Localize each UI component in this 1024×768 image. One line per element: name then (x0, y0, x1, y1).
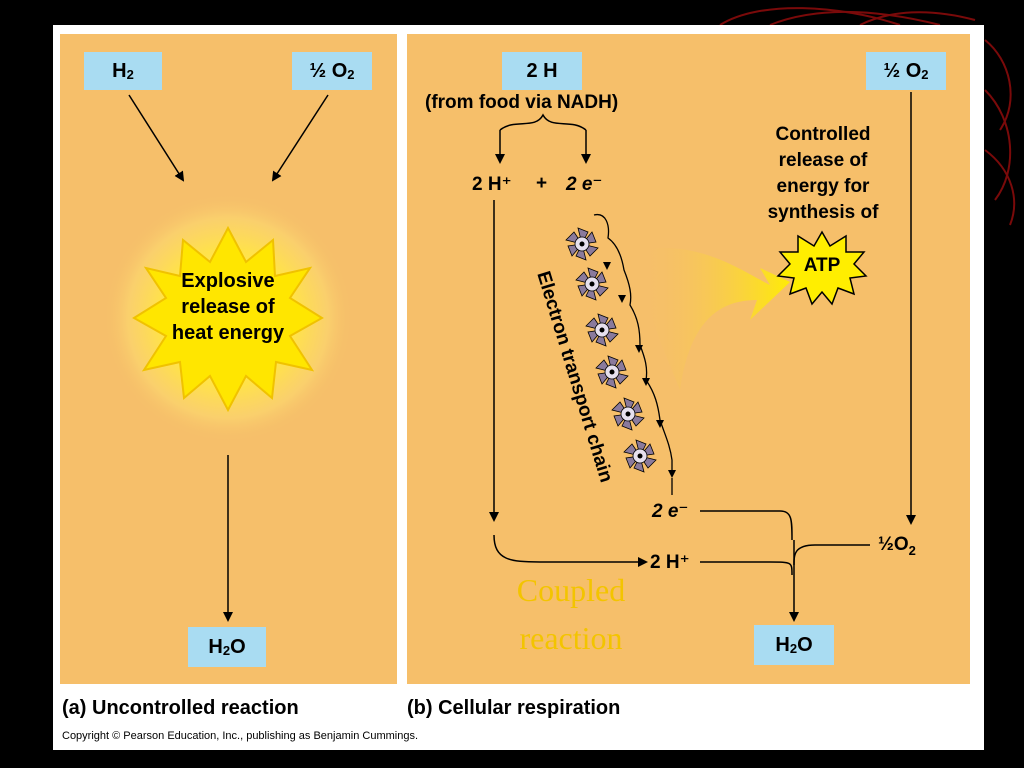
controlled-release-text: Controlled release of energy for synthes… (767, 124, 879, 223)
h2-subscript: 2 (126, 66, 134, 82)
proton-curve (493, 534, 648, 567)
protons-out-label: 2 H⁺ (650, 552, 690, 573)
protons-label: 2 H⁺ (472, 174, 512, 195)
o2-half-label: ½O2 (878, 534, 916, 558)
food-note: (from food via NADH) (425, 92, 619, 113)
plus-sign: + (536, 173, 548, 194)
carrier-6-icon (623, 439, 657, 473)
water-tail-b: O (797, 633, 813, 656)
water-subscript-a: 2 (222, 642, 231, 658)
electron-cascade (593, 213, 673, 495)
explosion-starburst (132, 225, 324, 413)
protons-line (700, 561, 793, 576)
water-label-b: H (775, 633, 790, 656)
water-subscript-b: 2 (789, 640, 798, 656)
carrier-3-icon (585, 313, 619, 347)
o2-subscript-b: 2 (921, 66, 929, 82)
hydrogen-label: 2 H (526, 59, 558, 82)
arrow-o2-in (271, 94, 329, 182)
o2-subscript-a: 2 (347, 66, 355, 82)
caption-a: (a) Uncontrolled reaction (62, 697, 299, 719)
o2-half-text: ½O (878, 534, 909, 555)
o2-label-b: ½ O (883, 59, 922, 82)
water-label-a: H (208, 635, 223, 658)
electrons-line (700, 510, 793, 541)
carrier-1-icon (565, 227, 599, 261)
atp-starburst-icon (776, 230, 868, 306)
explosion-text: Explosive release of heat energy (171, 270, 285, 344)
h2-label: H (112, 59, 127, 82)
water-tail-a: O (230, 635, 246, 658)
carrier-5-icon (611, 397, 645, 431)
arrow-h2-in (128, 94, 185, 182)
carrier-4-icon (595, 355, 629, 389)
caption-b: (b) Cellular respiration (407, 697, 621, 719)
coupled-reaction-note: Coupled reaction (516, 572, 626, 656)
hydrogen-box: 2 H (502, 52, 582, 90)
cascade-arrowheads (603, 262, 676, 478)
energy-beam (640, 248, 790, 390)
copyright-text: Copyright © Pearson Education, Inc., pub… (62, 730, 419, 742)
atp-label: ATP (803, 255, 841, 276)
panel-respiration (407, 34, 970, 684)
o2-label-a: ½ O (309, 59, 348, 82)
brace (499, 113, 587, 131)
o2-half-subscript: 2 (908, 542, 916, 558)
electrons-out-label: 2 e⁻ (652, 501, 689, 522)
carrier-2-icon (575, 267, 609, 301)
electrons-label: 2 e⁻ (566, 174, 603, 195)
